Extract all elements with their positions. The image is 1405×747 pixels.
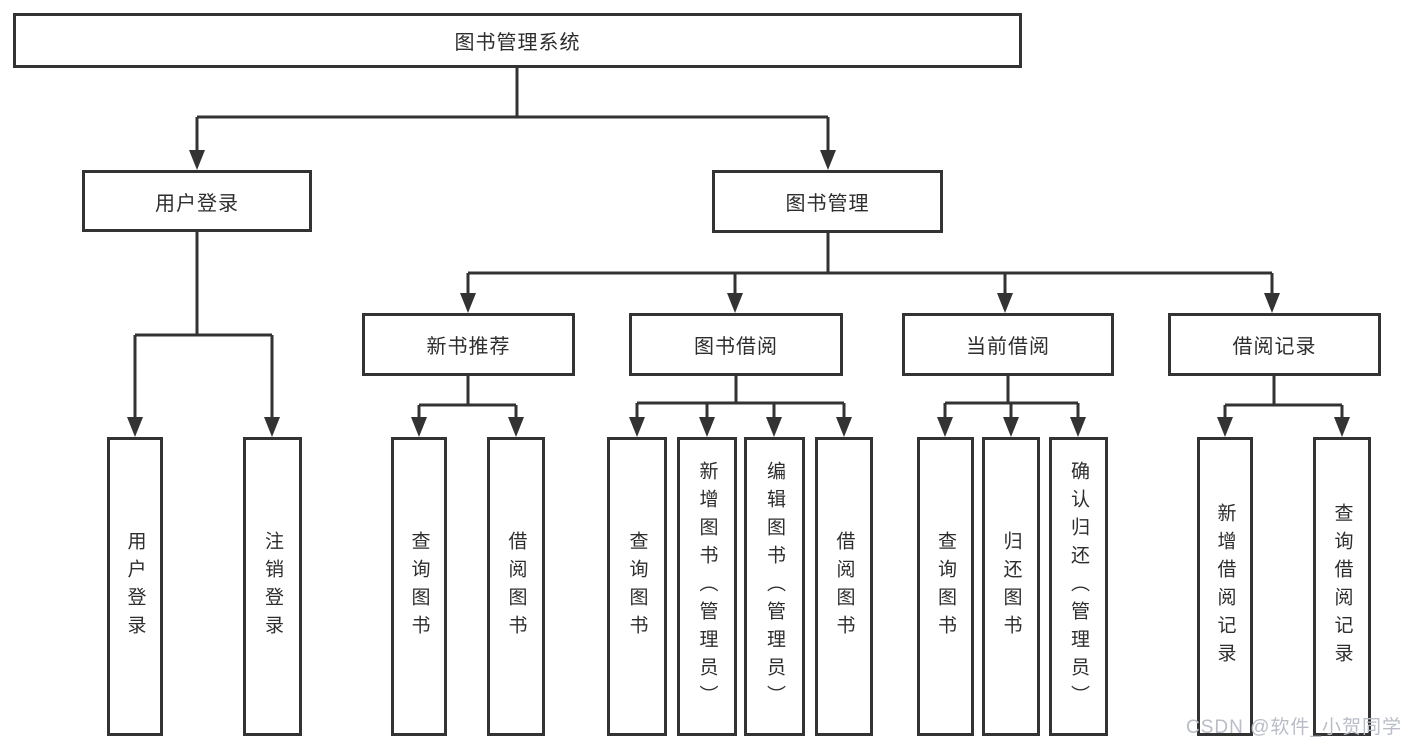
arrow-down-icon: [189, 150, 205, 170]
node-label: 查询图书: [408, 530, 430, 643]
node-label: 查询图书: [935, 530, 956, 643]
arrow-down-icon: [1070, 417, 1086, 437]
node-label: 查询图书: [626, 530, 648, 643]
node-label: 查询借阅记录: [1331, 502, 1353, 671]
connector-new-book-branch: [417, 376, 518, 419]
leaf-edit-book-admin: 编辑图书（管理员）: [744, 437, 805, 736]
node-label: 注销登录: [262, 530, 283, 643]
arrow-down-icon: [1003, 417, 1019, 437]
node-label: 图书借阅: [694, 336, 778, 358]
arrow-down-icon: [699, 417, 715, 437]
csdn-watermark: CSDN @软件_小贺同学: [1186, 717, 1402, 738]
connector-root-branch: [195, 68, 830, 152]
node-label: 图书管理系统: [454, 32, 581, 54]
arrow-down-icon: [460, 293, 476, 313]
node-borrowing-records: 借阅记录: [1168, 313, 1381, 376]
arrow-down-icon: [264, 417, 280, 437]
leaf-borrow-books-recommend: 借阅图书: [487, 437, 545, 736]
connector-user-login-branch: [133, 232, 274, 419]
arrow-down-icon: [127, 417, 143, 437]
leaf-query-books-current: 查询图书: [917, 437, 974, 736]
arrow-down-icon: [629, 417, 645, 437]
arrow-down-icon: [820, 150, 836, 170]
leaf-add-borrow-record: 新增借阅记录: [1197, 437, 1253, 736]
node-current-borrowing: 当前借阅: [902, 313, 1114, 376]
node-system-root: 图书管理系统: [13, 13, 1022, 68]
node-label: 编辑图书（管理员）: [764, 460, 785, 713]
leaf-add-book-admin: 新增图书（管理员）: [677, 437, 737, 736]
connector-current-borrow-branch: [943, 376, 1080, 419]
node-label: 借阅图书: [833, 530, 855, 643]
node-label: 新增图书（管理员）: [696, 460, 718, 713]
node-label: 图书管理: [785, 193, 870, 215]
node-label: 用户登录: [124, 530, 146, 643]
connector-book-mgmt-branch: [466, 233, 1274, 295]
node-label: 用户登录: [155, 192, 239, 215]
leaf-borrow-books-borrowing: 借阅图书: [815, 437, 873, 736]
leaf-query-books-recommend: 查询图书: [391, 437, 447, 736]
arrow-down-icon: [411, 417, 427, 437]
leaf-user-login: 用户登录: [107, 437, 163, 736]
leaf-confirm-return-admin: 确认归还（管理员）: [1049, 437, 1108, 736]
node-label: 新增借阅记录: [1214, 502, 1236, 671]
leaf-query-books-borrowing: 查询图书: [607, 437, 667, 736]
node-label: 借阅图书: [505, 530, 527, 643]
connector-book-borrow-branch: [635, 376, 846, 419]
node-label: 当前借阅: [966, 336, 1050, 358]
node-book-borrowing: 图书借阅: [629, 313, 843, 376]
node-book-management: 图书管理: [712, 170, 943, 233]
arrow-down-icon: [1264, 293, 1280, 313]
node-label: 确认归还（管理员）: [1068, 460, 1089, 713]
arrow-down-icon: [508, 417, 524, 437]
connector-borrow-records-branch: [1223, 376, 1344, 419]
leaf-logout: 注销登录: [243, 437, 302, 736]
arrow-down-icon: [937, 417, 953, 437]
arrow-down-icon: [836, 417, 852, 437]
node-user-login: 用户登录: [82, 170, 312, 232]
arrow-down-icon: [727, 293, 743, 313]
arrow-down-icon: [1217, 417, 1233, 437]
leaf-return-book: 归还图书: [982, 437, 1040, 736]
node-label: 新书推荐: [426, 336, 511, 358]
arrow-down-icon: [997, 293, 1013, 313]
node-label: 归还图书: [1000, 530, 1022, 643]
node-label: 借阅记录: [1232, 336, 1317, 358]
arrow-down-icon: [766, 417, 782, 437]
arrow-down-icon: [1334, 417, 1350, 437]
node-new-book-recommend: 新书推荐: [362, 313, 575, 376]
leaf-query-borrow-record: 查询借阅记录: [1313, 437, 1371, 736]
